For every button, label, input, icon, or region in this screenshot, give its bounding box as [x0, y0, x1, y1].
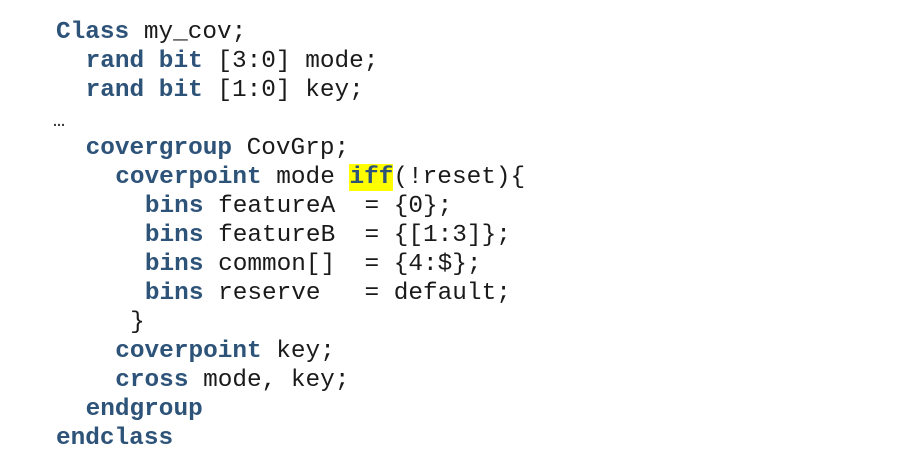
line-bins-featureA: bins featureA = {0};	[145, 192, 452, 221]
keyword-token: coverpoint	[115, 164, 262, 191]
highlighted-keyword: iff	[349, 164, 394, 191]
code-token: key;	[261, 338, 335, 365]
code-token: mode	[261, 164, 350, 191]
line-class-decl: Class my_cov;	[56, 18, 246, 47]
line-coverpoint-key: coverpoint key;	[115, 337, 335, 366]
line-bins-reserve: bins reserve = default;	[145, 279, 511, 308]
code-token: }	[130, 309, 145, 336]
code-token: (!reset){	[393, 164, 526, 191]
code-token: reserve = default;	[203, 280, 511, 307]
keyword-token: rand bit	[85, 48, 203, 75]
line-close-brace: }	[130, 308, 145, 337]
keyword-token: endgroup	[85, 396, 203, 423]
line-rand-mode: rand bit [3:0] mode;	[86, 47, 379, 76]
code-token: [3:0] mode;	[202, 48, 379, 75]
line-covergroup: covergroup CovGrp;	[86, 134, 349, 163]
keyword-token: rand bit	[85, 77, 203, 104]
keyword-token: coverpoint	[115, 338, 262, 365]
keyword-token: bins	[144, 280, 204, 307]
code-token: featureA = {0};	[203, 193, 453, 220]
line-endclass: endclass	[56, 424, 173, 453]
keyword-token: bins	[144, 193, 204, 220]
code-token: common[] = {4:$};	[203, 251, 482, 278]
code-token: CovGrp;	[232, 135, 350, 162]
line-endgroup: endgroup	[86, 395, 203, 424]
line-bins-common: bins common[] = {4:$};	[145, 250, 482, 279]
keyword-token: Class	[56, 19, 130, 46]
keyword-token: covergroup	[85, 135, 232, 162]
line-coverpoint-mode: coverpoint mode iff(!reset){	[115, 163, 525, 192]
code-token: [1:0] key;	[202, 77, 364, 104]
keyword-token: endclass	[56, 425, 174, 452]
line-rand-key: rand bit [1:0] key;	[86, 76, 364, 105]
code-token: mode, key;	[188, 367, 350, 394]
line-bins-featureB: bins featureB = {[1:3]};	[145, 221, 511, 250]
line-ellipsis: …	[53, 112, 66, 132]
code-token: featureB = {[1:3]};	[203, 222, 511, 249]
keyword-token: cross	[115, 367, 189, 394]
keyword-token: bins	[144, 251, 204, 278]
line-cross: cross mode, key;	[115, 366, 349, 395]
code-token: my_cov;	[129, 19, 247, 46]
keyword-token: bins	[144, 222, 204, 249]
code-token: …	[53, 110, 67, 133]
